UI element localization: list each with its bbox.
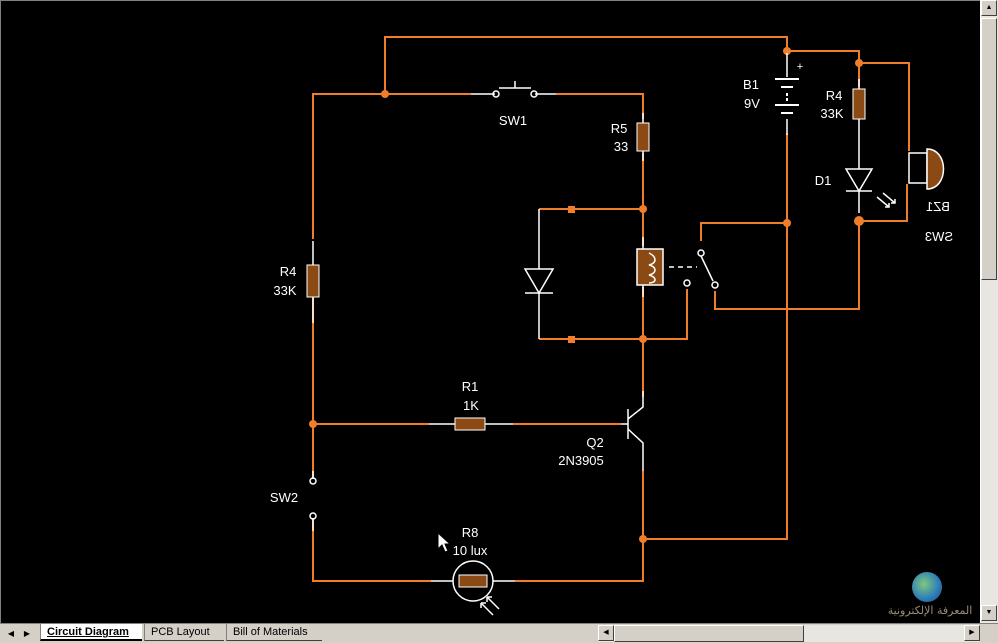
junction-dot xyxy=(783,219,791,227)
junction-dot xyxy=(639,335,647,343)
wire-top-left xyxy=(312,93,471,239)
b1-plus-label: + xyxy=(796,61,804,73)
r4-left-value-label: 33K xyxy=(273,283,297,298)
r8-resistor[interactable] xyxy=(458,574,488,588)
r4-right-resistor[interactable] xyxy=(852,88,866,120)
wire-bz1-top xyxy=(859,62,910,151)
buzzer-bz1[interactable] xyxy=(908,148,945,190)
junction-dot xyxy=(639,205,647,213)
battery-b1[interactable] xyxy=(775,78,799,114)
r5-resistor[interactable] xyxy=(636,122,650,152)
watermark-text: المعرفة الإلكترونية xyxy=(887,604,973,617)
sw2-label: SW2 xyxy=(269,490,299,505)
junction-square xyxy=(568,206,575,213)
triangle-right-icon[interactable]: ▶ xyxy=(23,629,31,638)
junction-dot xyxy=(381,90,389,98)
vertical-scroll-thumb[interactable] xyxy=(981,18,997,280)
wire-sw3-out xyxy=(714,219,860,310)
arrow-up-icon[interactable]: ▲ xyxy=(981,0,997,16)
watermark: المعرفة الإلكترونية xyxy=(884,570,976,622)
arrow-right-icon[interactable]: ▶ xyxy=(964,625,980,641)
horizontal-scrollbar[interactable]: ◀ ▶ xyxy=(598,625,980,642)
r1-value-label: 1K xyxy=(463,398,479,413)
r1-resistor[interactable] xyxy=(454,417,486,431)
vertical-scrollbar[interactable]: ▲ ▼ xyxy=(980,0,998,623)
wire-top-loop xyxy=(384,36,788,94)
r1-name-label: R1 xyxy=(461,379,479,394)
wire-r8-right xyxy=(515,471,644,582)
schematic-canvas[interactable]: SW1 R5 33 B1 9V + R4 33K D1 BZ1 SW3 R4 3… xyxy=(0,0,980,623)
junction-dot xyxy=(309,420,317,428)
circuit-diagram[interactable] xyxy=(1,1,980,623)
led-d1[interactable] xyxy=(844,168,896,208)
sw1-switch[interactable] xyxy=(492,81,538,98)
junctions xyxy=(309,47,864,543)
component-leads xyxy=(312,53,860,582)
arrow-left-icon[interactable]: ◀ xyxy=(598,625,614,641)
sw1-label: SW1 xyxy=(498,113,528,128)
arrow-down-icon[interactable]: ▼ xyxy=(981,605,997,621)
wire-sw3-common xyxy=(700,222,787,241)
r4-left-resistor[interactable] xyxy=(306,264,320,298)
triangle-left-icon[interactable]: ◀ xyxy=(7,629,15,638)
q2-name-label: Q2 xyxy=(586,435,604,450)
r4-right-name-label: R4 xyxy=(825,88,843,103)
ldr-r8[interactable] xyxy=(452,560,500,616)
wire-sw2-bottom xyxy=(312,518,431,582)
r8-name-label: R8 xyxy=(461,525,479,540)
r5-name-label: R5 xyxy=(610,121,628,136)
wire-r4-r1 xyxy=(312,298,429,425)
bz1-label: BZ1 xyxy=(926,199,950,214)
wire-bz1-bottom xyxy=(859,184,908,222)
junction-square xyxy=(568,336,575,343)
r4-left-name-label: R4 xyxy=(279,264,297,279)
b1-name-label: B1 xyxy=(743,77,759,92)
r5-value-label: 33 xyxy=(613,139,629,154)
q2-value-label: 2N3905 xyxy=(558,453,604,468)
mouse-pointer-icon xyxy=(437,531,452,553)
resistors xyxy=(306,88,866,588)
r4-right-value-label: 33K xyxy=(820,106,844,121)
d1-label: D1 xyxy=(814,173,832,188)
junction-dot xyxy=(855,59,863,67)
wire-b1-down xyxy=(643,133,788,540)
globe-logo-icon xyxy=(912,572,942,602)
junction-dot xyxy=(639,535,647,543)
flyback-diode[interactable] xyxy=(523,268,555,295)
tab-circuit-diagram[interactable]: Circuit Diagram xyxy=(40,624,142,641)
junction-dot xyxy=(854,216,864,226)
relay-switch-sw3[interactable] xyxy=(669,249,719,289)
b1-value-label: 9V xyxy=(744,96,760,111)
wire-sw1-r5 xyxy=(556,93,644,119)
sw3-label: SW3 xyxy=(924,229,954,244)
bottom-tab-bar: ◀ ▶ Circuit Diagram PCB Layout Bill of M… xyxy=(0,623,998,643)
tab-pcb-layout[interactable]: PCB Layout xyxy=(144,624,224,641)
wire-b1-right xyxy=(787,50,860,87)
tab-bill-of-materials[interactable]: Bill of Materials xyxy=(226,624,322,641)
q2-body xyxy=(621,391,644,471)
horizontal-scroll-thumb[interactable] xyxy=(614,625,804,642)
r8-value-label: 10 lux xyxy=(452,543,488,558)
wire-diode-bottom xyxy=(539,289,688,340)
sw2-switch[interactable] xyxy=(309,477,317,520)
relay-coil[interactable] xyxy=(636,248,664,286)
junction-dot xyxy=(783,47,791,55)
